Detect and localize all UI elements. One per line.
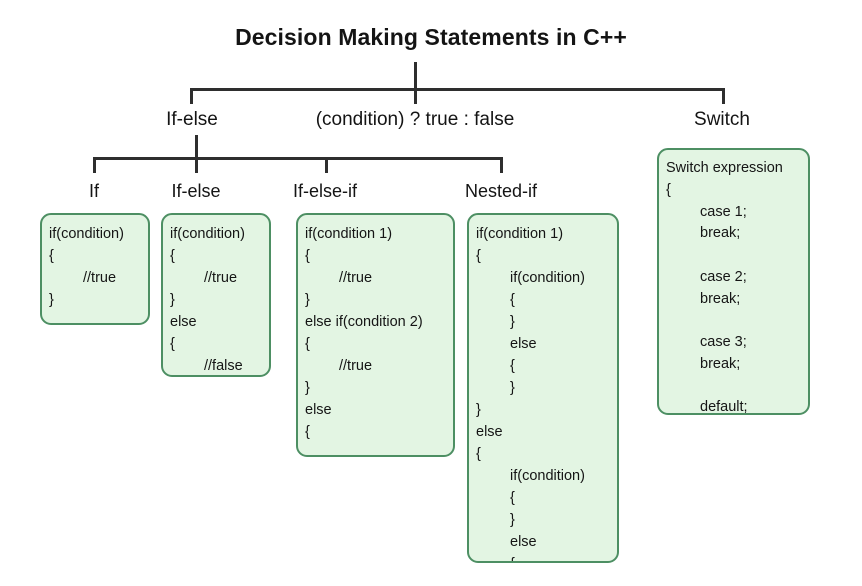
code-line: else <box>305 402 332 419</box>
branch-label-if-else: If-else <box>166 109 218 130</box>
code-line: case 3; <box>700 334 747 350</box>
code-line: { <box>510 292 515 309</box>
code-line: else <box>476 424 503 441</box>
code-line: case 1; <box>700 203 747 220</box>
code-box-switch: Switch expression { case 1; break; case 2; b… <box>657 148 810 415</box>
connector-title-down <box>414 62 417 90</box>
code-line: else if(condition 2) <box>305 314 423 331</box>
connector-level2-stub-if <box>93 157 96 173</box>
code-line: { <box>49 248 54 265</box>
code-line: } <box>476 402 481 419</box>
code-line: Switch expression <box>666 160 783 176</box>
code-line: else <box>510 336 537 353</box>
code-line: if(condition) <box>510 468 585 485</box>
connector-level1-stub-left <box>190 88 193 104</box>
connector-level1-stub-center <box>414 88 417 104</box>
code-line: //true <box>339 358 373 375</box>
code-line: if(condition) <box>49 226 124 242</box>
code-line: } <box>49 292 54 309</box>
code-line: } <box>170 292 175 309</box>
code-line: else <box>510 534 537 551</box>
code-line: default; <box>700 399 748 415</box>
code-line: case 2; <box>700 268 747 285</box>
code-line: { <box>170 336 175 353</box>
code-box-if-else-if: if(condition 1) { //true} else if(condition… <box>296 213 455 457</box>
code-line: //true <box>83 270 117 287</box>
code-line: } <box>305 380 310 397</box>
connector-level2-stub-ifelseif <box>325 157 328 173</box>
code-line: { <box>476 248 481 265</box>
code-line: { <box>305 336 310 353</box>
code-line: //true <box>339 270 373 287</box>
code-line: { <box>476 446 481 463</box>
branch-label-if-else-2: If-else <box>171 181 221 201</box>
code-line: } <box>510 314 515 331</box>
code-line: { <box>170 248 175 265</box>
code-line: } <box>510 380 515 397</box>
code-line: break; <box>700 290 741 307</box>
connector-level2-bar <box>93 157 503 160</box>
code-line: break; <box>700 355 741 372</box>
code-line: else <box>170 314 197 331</box>
connector-level1-bar <box>190 88 724 91</box>
code-line: { <box>476 553 610 561</box>
code-line: if(condition) <box>170 226 245 242</box>
code-line: //true <box>204 270 238 287</box>
code-line: if(condition) <box>510 270 585 287</box>
connector-level2-stub-nestedif <box>500 157 503 173</box>
code-line: { <box>305 248 310 265</box>
branch-label-if-else-if: If-else-if <box>292 181 357 201</box>
connector-level1-stub-right <box>722 88 725 104</box>
branch-label-ternary: (condition) ? true : false <box>315 109 515 130</box>
code-box-nested-if: if(condition 1) { if(condition) {} else {}} el… <box>467 213 619 563</box>
code-line: { <box>510 490 515 507</box>
branch-label-if: If <box>88 181 99 201</box>
code-line: if(condition 1) <box>305 226 393 242</box>
code-line: { <box>510 358 515 375</box>
page-title: Decision Making Statements in C++ <box>235 24 627 50</box>
code-line: //false <box>204 358 243 375</box>
code-line: if(condition 1) <box>476 226 564 242</box>
code-line: { <box>305 424 310 441</box>
code-line: break; <box>700 225 741 242</box>
connector-level2-stub-ifelse <box>195 157 198 173</box>
code-line: } <box>510 512 515 529</box>
code-line: } <box>305 292 310 309</box>
code-box-if-else: if(condition){//true}else{//false} <box>161 213 271 377</box>
branch-label-switch: Switch <box>694 109 750 130</box>
connector-ifelse-down <box>195 135 198 159</box>
branch-label-nested-if: Nested-if <box>464 181 538 201</box>
code-line: { <box>666 181 671 198</box>
code-box-if: if(condition) { //true} <box>40 213 150 325</box>
